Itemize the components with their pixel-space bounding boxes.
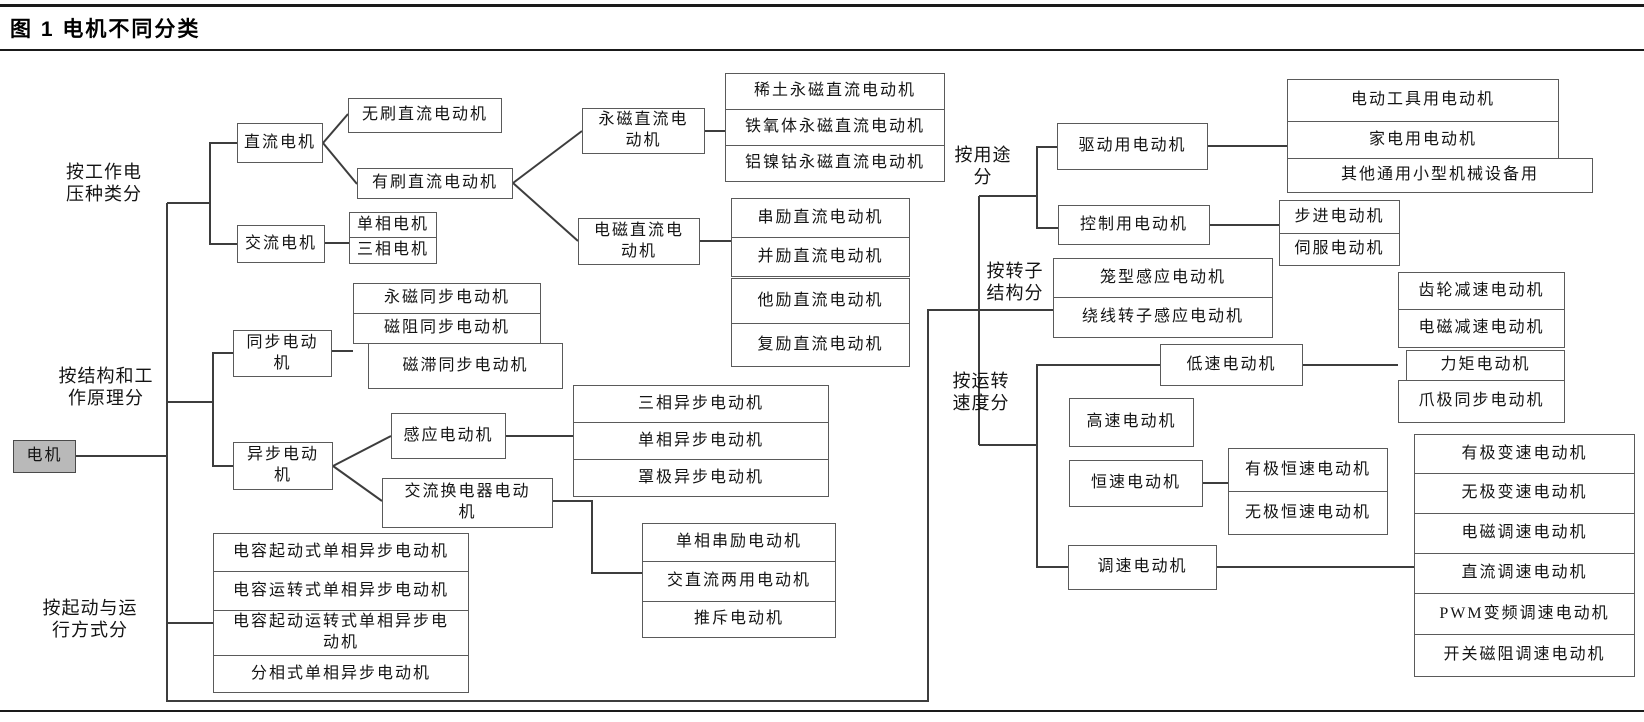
label-category-speed: 按运转速度分 [952, 370, 1010, 414]
box-ac-commutator: 交流换电器电动机 [382, 478, 553, 528]
box-low-speed: 低速电动机 [1160, 344, 1303, 386]
box-pole-changing-var: 有极变速电动机 [1414, 434, 1635, 474]
top-rule [0, 4, 1644, 7]
box-dc-motor: 直流电机 [237, 123, 323, 163]
box-split-phase: 分相式单相异步电动机 [213, 655, 469, 693]
box-synchronous: 同步电动机 [233, 330, 332, 377]
box-constant-speed: 恒速电动机 [1069, 460, 1203, 507]
box-reluctance-sync: 磁阻同步电动机 [353, 313, 541, 344]
box-stepper: 步进电动机 [1279, 200, 1400, 234]
box-repulsion: 推斥电动机 [642, 601, 836, 638]
box-three-phase-async: 三相异步电动机 [573, 385, 829, 423]
box-other-small-machinery: 其他通用小型机械设备用 [1287, 158, 1593, 193]
box-ferrite-pm-dc: 铁氧体永磁直流电动机 [725, 109, 945, 146]
box-gear-reduction: 齿轮减速电动机 [1398, 272, 1565, 310]
box-ac-dc-universal: 交直流两用电动机 [642, 561, 836, 602]
box-pm-dc: 永磁直流电动机 [582, 108, 705, 154]
box-compound-dc: 复励直流电动机 [731, 323, 910, 367]
box-hysteresis-sync: 磁滞同步电动机 [368, 343, 563, 389]
box-single-phase-async: 单相异步电动机 [573, 422, 829, 460]
box-cage-induction: 笼型感应电动机 [1053, 258, 1273, 298]
box-em-adjust: 电磁调速电动机 [1414, 513, 1635, 554]
box-power-tool: 电动工具用电动机 [1287, 79, 1559, 122]
box-cap-start: 电容起动式单相异步电动机 [213, 533, 469, 572]
bottom-rule [0, 710, 1644, 712]
title-underline-rule [0, 49, 1644, 51]
box-pm-sync: 永磁同步电动机 [353, 283, 541, 314]
box-switched-reluctance: 开关磁阻调速电动机 [1414, 634, 1635, 677]
label-category-starting: 按起动与运行方式分 [42, 597, 138, 641]
box-motor-root: 电机 [13, 440, 76, 473]
box-high-speed: 高速电动机 [1069, 398, 1194, 447]
box-shunt-dc: 并励直流电动机 [731, 237, 910, 277]
label-category-voltage: 按工作电压种类分 [66, 161, 142, 205]
box-separately-excited-dc: 他励直流电动机 [731, 278, 910, 324]
box-pwm-vfd: PWM变频调速电动机 [1414, 593, 1635, 635]
box-brushed-dc: 有刷直流电动机 [357, 168, 513, 199]
label-category-structure: 按结构和工作原理分 [58, 365, 154, 409]
box-ac-motor: 交流电机 [237, 225, 325, 263]
box-adjustable-speed: 调速电动机 [1068, 545, 1217, 590]
label-category-rotor: 按转子结构分 [986, 260, 1044, 304]
box-induction: 感应电动机 [391, 413, 506, 459]
box-alnico-pm-dc: 铝镍钴永磁直流电动机 [725, 145, 945, 182]
box-shaded-pole-async: 罩极异步电动机 [573, 459, 829, 497]
box-cap-run: 电容运转式单相异步电动机 [213, 571, 469, 611]
box-stepless-const: 无极恒速电动机 [1228, 491, 1388, 535]
box-em-reduction: 电磁减速电动机 [1398, 309, 1565, 348]
box-three-phase: 三相电机 [349, 237, 437, 264]
box-asynchronous: 异步电动机 [233, 442, 333, 490]
box-brushless-dc: 无刷直流电动机 [348, 98, 502, 133]
box-home-appliance: 家电用电动机 [1287, 121, 1559, 159]
label-category-use: 按用途分 [954, 144, 1012, 188]
box-servo: 伺服电动机 [1279, 233, 1400, 266]
box-claw-pole-sync: 爪极同步电动机 [1398, 380, 1565, 423]
box-em-dc: 电磁直流电动机 [578, 218, 700, 265]
box-single-phase-series: 单相串励电动机 [642, 523, 836, 562]
box-control-motor: 控制用电动机 [1058, 205, 1210, 245]
box-cap-start-run: 电容起动运转式单相异步电动机 [213, 610, 469, 656]
box-single-phase: 单相电机 [349, 212, 437, 238]
box-rare-earth-pm-dc: 稀土永磁直流电动机 [725, 73, 945, 110]
box-stepless-var: 无极变速电动机 [1414, 473, 1635, 514]
box-wound-rotor: 绕线转子感应电动机 [1053, 297, 1273, 338]
box-series-dc: 串励直流电动机 [731, 198, 910, 238]
box-drive-motor: 驱动用电动机 [1057, 123, 1208, 170]
box-pole-changing-const: 有极恒速电动机 [1228, 448, 1388, 492]
box-torque: 力矩电动机 [1406, 350, 1565, 381]
box-dc-adjust: 直流调速电动机 [1414, 553, 1635, 594]
figure-title: 图 1 电机不同分类 [10, 18, 201, 41]
